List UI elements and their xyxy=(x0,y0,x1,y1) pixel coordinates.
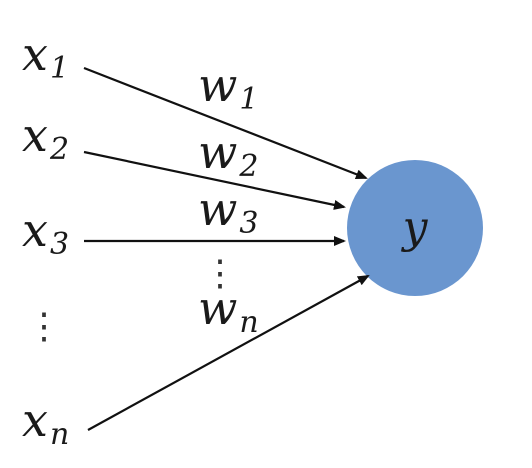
weight-label-wn: wn xyxy=(198,281,259,340)
edge-x2 xyxy=(83,150,346,210)
input-label-xn: xn xyxy=(22,393,69,452)
input-label-x1: x1 xyxy=(22,27,69,86)
input-label-x2: x2 xyxy=(22,108,69,167)
input-label-x3: x3 xyxy=(22,203,69,262)
input-ellipsis: ⋮ xyxy=(26,306,62,347)
edge-x1 xyxy=(83,66,368,180)
output-label: y xyxy=(401,202,429,253)
weight-label-w1: w1 xyxy=(198,58,258,117)
weight-label-w3: w3 xyxy=(198,182,258,241)
output-node xyxy=(347,160,483,296)
weight-ellipsis: ⋮ xyxy=(202,253,238,294)
edge-xn xyxy=(87,275,370,431)
weight-label-w2: w2 xyxy=(198,125,258,184)
